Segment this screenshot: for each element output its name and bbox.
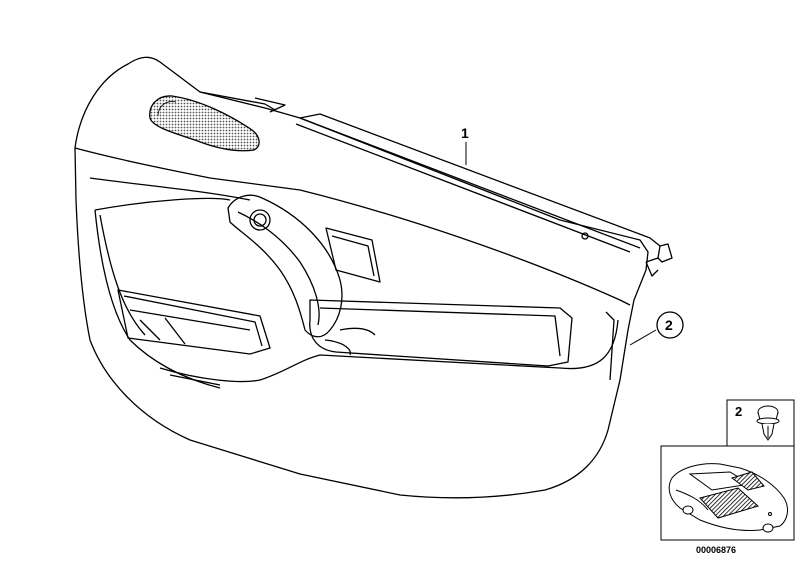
callout-1-label: 1 bbox=[461, 125, 469, 141]
clip-icon bbox=[756, 405, 780, 441]
callout-2: 2 bbox=[629, 311, 684, 346]
inset-clip-box: 2 bbox=[726, 399, 795, 447]
inset-clip-label: 2 bbox=[735, 404, 742, 419]
callout-2-label: 2 bbox=[665, 317, 673, 333]
car-icon bbox=[668, 463, 788, 533]
speaker-grille bbox=[149, 95, 260, 152]
callout-1: 1 bbox=[461, 125, 469, 165]
door-panel bbox=[74, 56, 673, 499]
diagram-number: 00006876 bbox=[696, 545, 736, 555]
inset-car-box bbox=[660, 445, 795, 541]
